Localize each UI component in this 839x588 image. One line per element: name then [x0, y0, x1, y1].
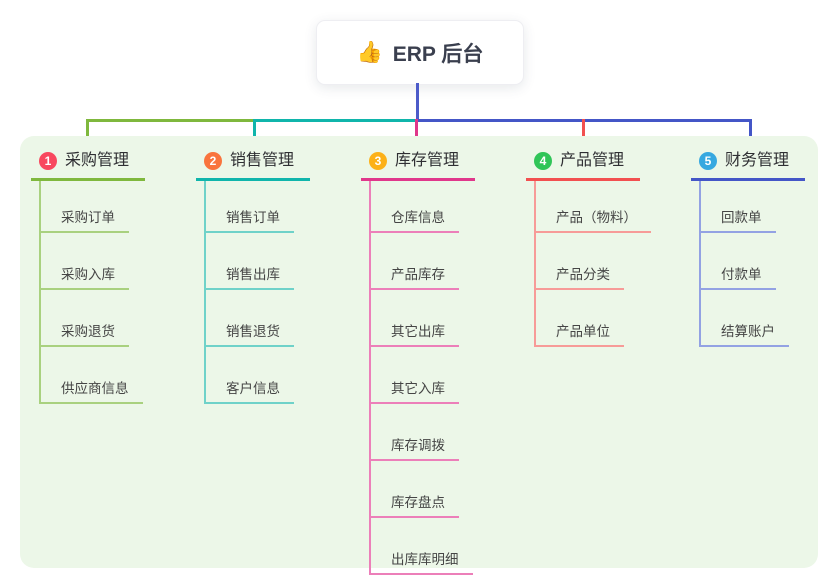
- branch-item[interactable]: 仓库信息: [371, 181, 459, 233]
- branch-item[interactable]: 采购订单: [41, 181, 129, 233]
- branch-items: 回款单付款单结算账户: [699, 181, 805, 347]
- branch-title[interactable]: 3 库存管理: [361, 150, 475, 181]
- branch-items: 产品（物料）产品分类产品单位: [534, 181, 651, 347]
- branch-title[interactable]: 5 财务管理: [691, 150, 805, 181]
- branch-title-label: 库存管理: [395, 152, 460, 169]
- branch-item[interactable]: 付款单: [701, 233, 776, 290]
- branch-item[interactable]: 产品库存: [371, 233, 459, 290]
- branch-items: 仓库信息产品库存其它出库其它入库库存调拨库存盘点出库库明细: [369, 181, 475, 575]
- branch-3: 3 库存管理仓库信息产品库存其它出库其它入库库存调拨库存盘点出库库明细: [361, 150, 475, 575]
- branch-4: 4 产品管理产品（物料）产品分类产品单位: [526, 150, 651, 347]
- branch-title[interactable]: 2 销售管理: [196, 150, 310, 181]
- branch-items: 采购订单采购入库采购退货供应商信息: [39, 181, 145, 404]
- branch-item[interactable]: 库存盘点: [371, 461, 459, 518]
- connector-drop-branch-1: [86, 119, 89, 147]
- branches-panel: [20, 136, 818, 568]
- connector-drop-branch-5: [749, 119, 752, 144]
- branch-title-label: 销售管理: [230, 152, 295, 169]
- branch-1: 1 采购管理采购订单采购入库采购退货供应商信息: [31, 150, 145, 404]
- branch-badge: 5: [699, 152, 717, 170]
- branch-5: 5 财务管理回款单付款单结算账户: [691, 150, 805, 347]
- branch-item[interactable]: 销售退货: [206, 290, 294, 347]
- branch-badge: 1: [39, 152, 57, 170]
- branch-item[interactable]: 采购入库: [41, 233, 129, 290]
- connector-hline-mid: [253, 119, 418, 122]
- connector-root-stem: [416, 83, 419, 121]
- root-title: ERP 后台: [392, 42, 484, 66]
- branch-item[interactable]: 库存调拨: [371, 404, 459, 461]
- connector-hline-left: [86, 119, 253, 122]
- branch-item[interactable]: 供应商信息: [41, 347, 143, 404]
- branch-item[interactable]: 其它出库: [371, 290, 459, 347]
- branch-badge: 2: [204, 152, 222, 170]
- connector-drop-branch-4: [582, 119, 585, 145]
- branch-title-label: 采购管理: [65, 152, 130, 169]
- branch-item[interactable]: 销售订单: [206, 181, 294, 233]
- branch-item[interactable]: 回款单: [701, 181, 776, 233]
- connector-drop-branch-2: [253, 119, 256, 147]
- branch-2: 2 销售管理销售订单销售出库销售退货客户信息: [196, 150, 310, 404]
- branch-title[interactable]: 1 采购管理: [31, 150, 145, 181]
- branch-item[interactable]: 客户信息: [206, 347, 294, 404]
- connector-drop-branch-3: [415, 119, 418, 149]
- branch-title-label: 产品管理: [560, 152, 625, 169]
- branch-item[interactable]: 出库库明细: [371, 518, 473, 575]
- branch-item[interactable]: 结算账户: [701, 290, 789, 347]
- branch-items: 销售订单销售出库销售退货客户信息: [204, 181, 310, 404]
- branch-badge: 3: [369, 152, 387, 170]
- branch-item[interactable]: 销售出库: [206, 233, 294, 290]
- connector-hline-right: [418, 119, 752, 122]
- thumbs-up-icon: 👍: [356, 41, 383, 64]
- branch-title-label: 财务管理: [725, 152, 790, 169]
- branch-item[interactable]: 产品单位: [536, 290, 624, 347]
- branch-item[interactable]: 产品分类: [536, 233, 624, 290]
- branch-item[interactable]: 其它入库: [371, 347, 459, 404]
- branch-badge: 4: [534, 152, 552, 170]
- branch-title[interactable]: 4 产品管理: [526, 150, 640, 181]
- branch-item[interactable]: 产品（物料）: [536, 181, 651, 233]
- root-node[interactable]: 👍 ERP 后台: [316, 20, 524, 85]
- branch-item[interactable]: 采购退货: [41, 290, 129, 347]
